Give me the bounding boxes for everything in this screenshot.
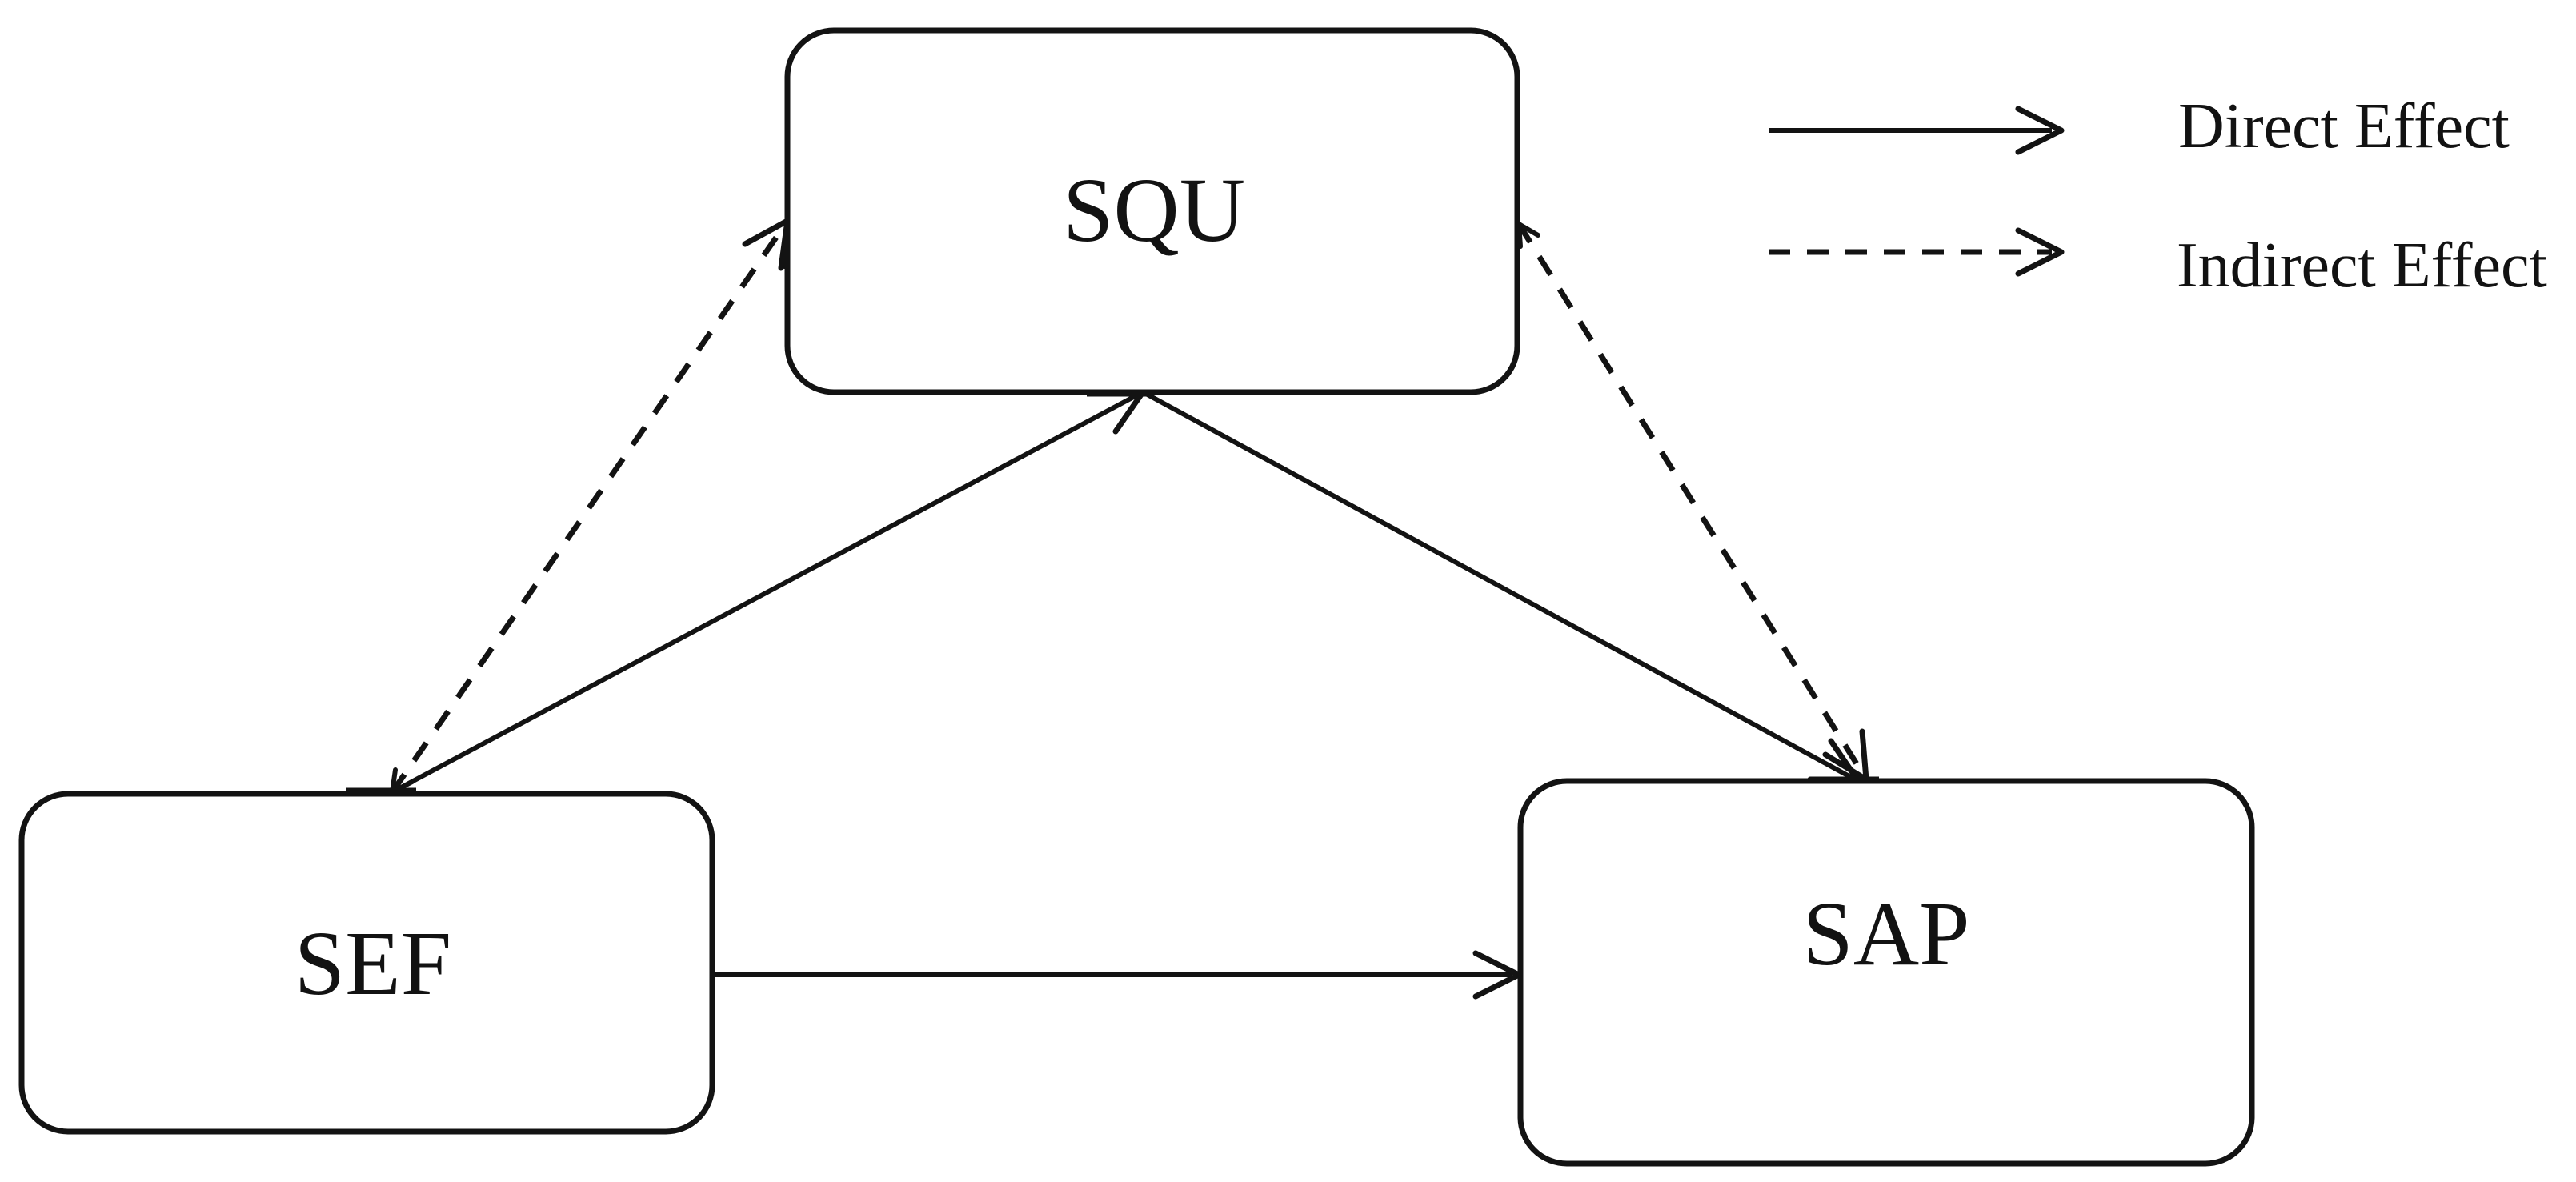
edge-squ-sap-indirect — [1516, 222, 1864, 773]
node-label-squ: SQU — [1063, 159, 1245, 261]
node-label-sef: SEF — [294, 912, 451, 1014]
legend-indirect-arrowhead — [2015, 227, 2065, 277]
edge-sef-squ-indirect-arrowhead — [742, 218, 791, 271]
nodes-layer: SQU SEF SAP — [18, 27, 2255, 1167]
node-label-sap: SAP — [1802, 883, 1969, 984]
edge-sef-squ-indirect — [390, 229, 783, 794]
node-box-sef — [18, 791, 715, 1135]
legend-indirect-label: Indirect Effect — [2177, 230, 2547, 301]
node-box-sap — [1517, 778, 2255, 1167]
legend: Direct Effect Indirect Effect — [1769, 91, 2547, 301]
node-box-squ — [784, 27, 1520, 395]
edge-sef-squ-direct — [391, 391, 1141, 795]
legend-direct-arrowhead — [2015, 106, 2065, 155]
legend-direct-label: Direct Effect — [2178, 91, 2510, 162]
edge-squ-sap-direct — [1144, 391, 1857, 782]
